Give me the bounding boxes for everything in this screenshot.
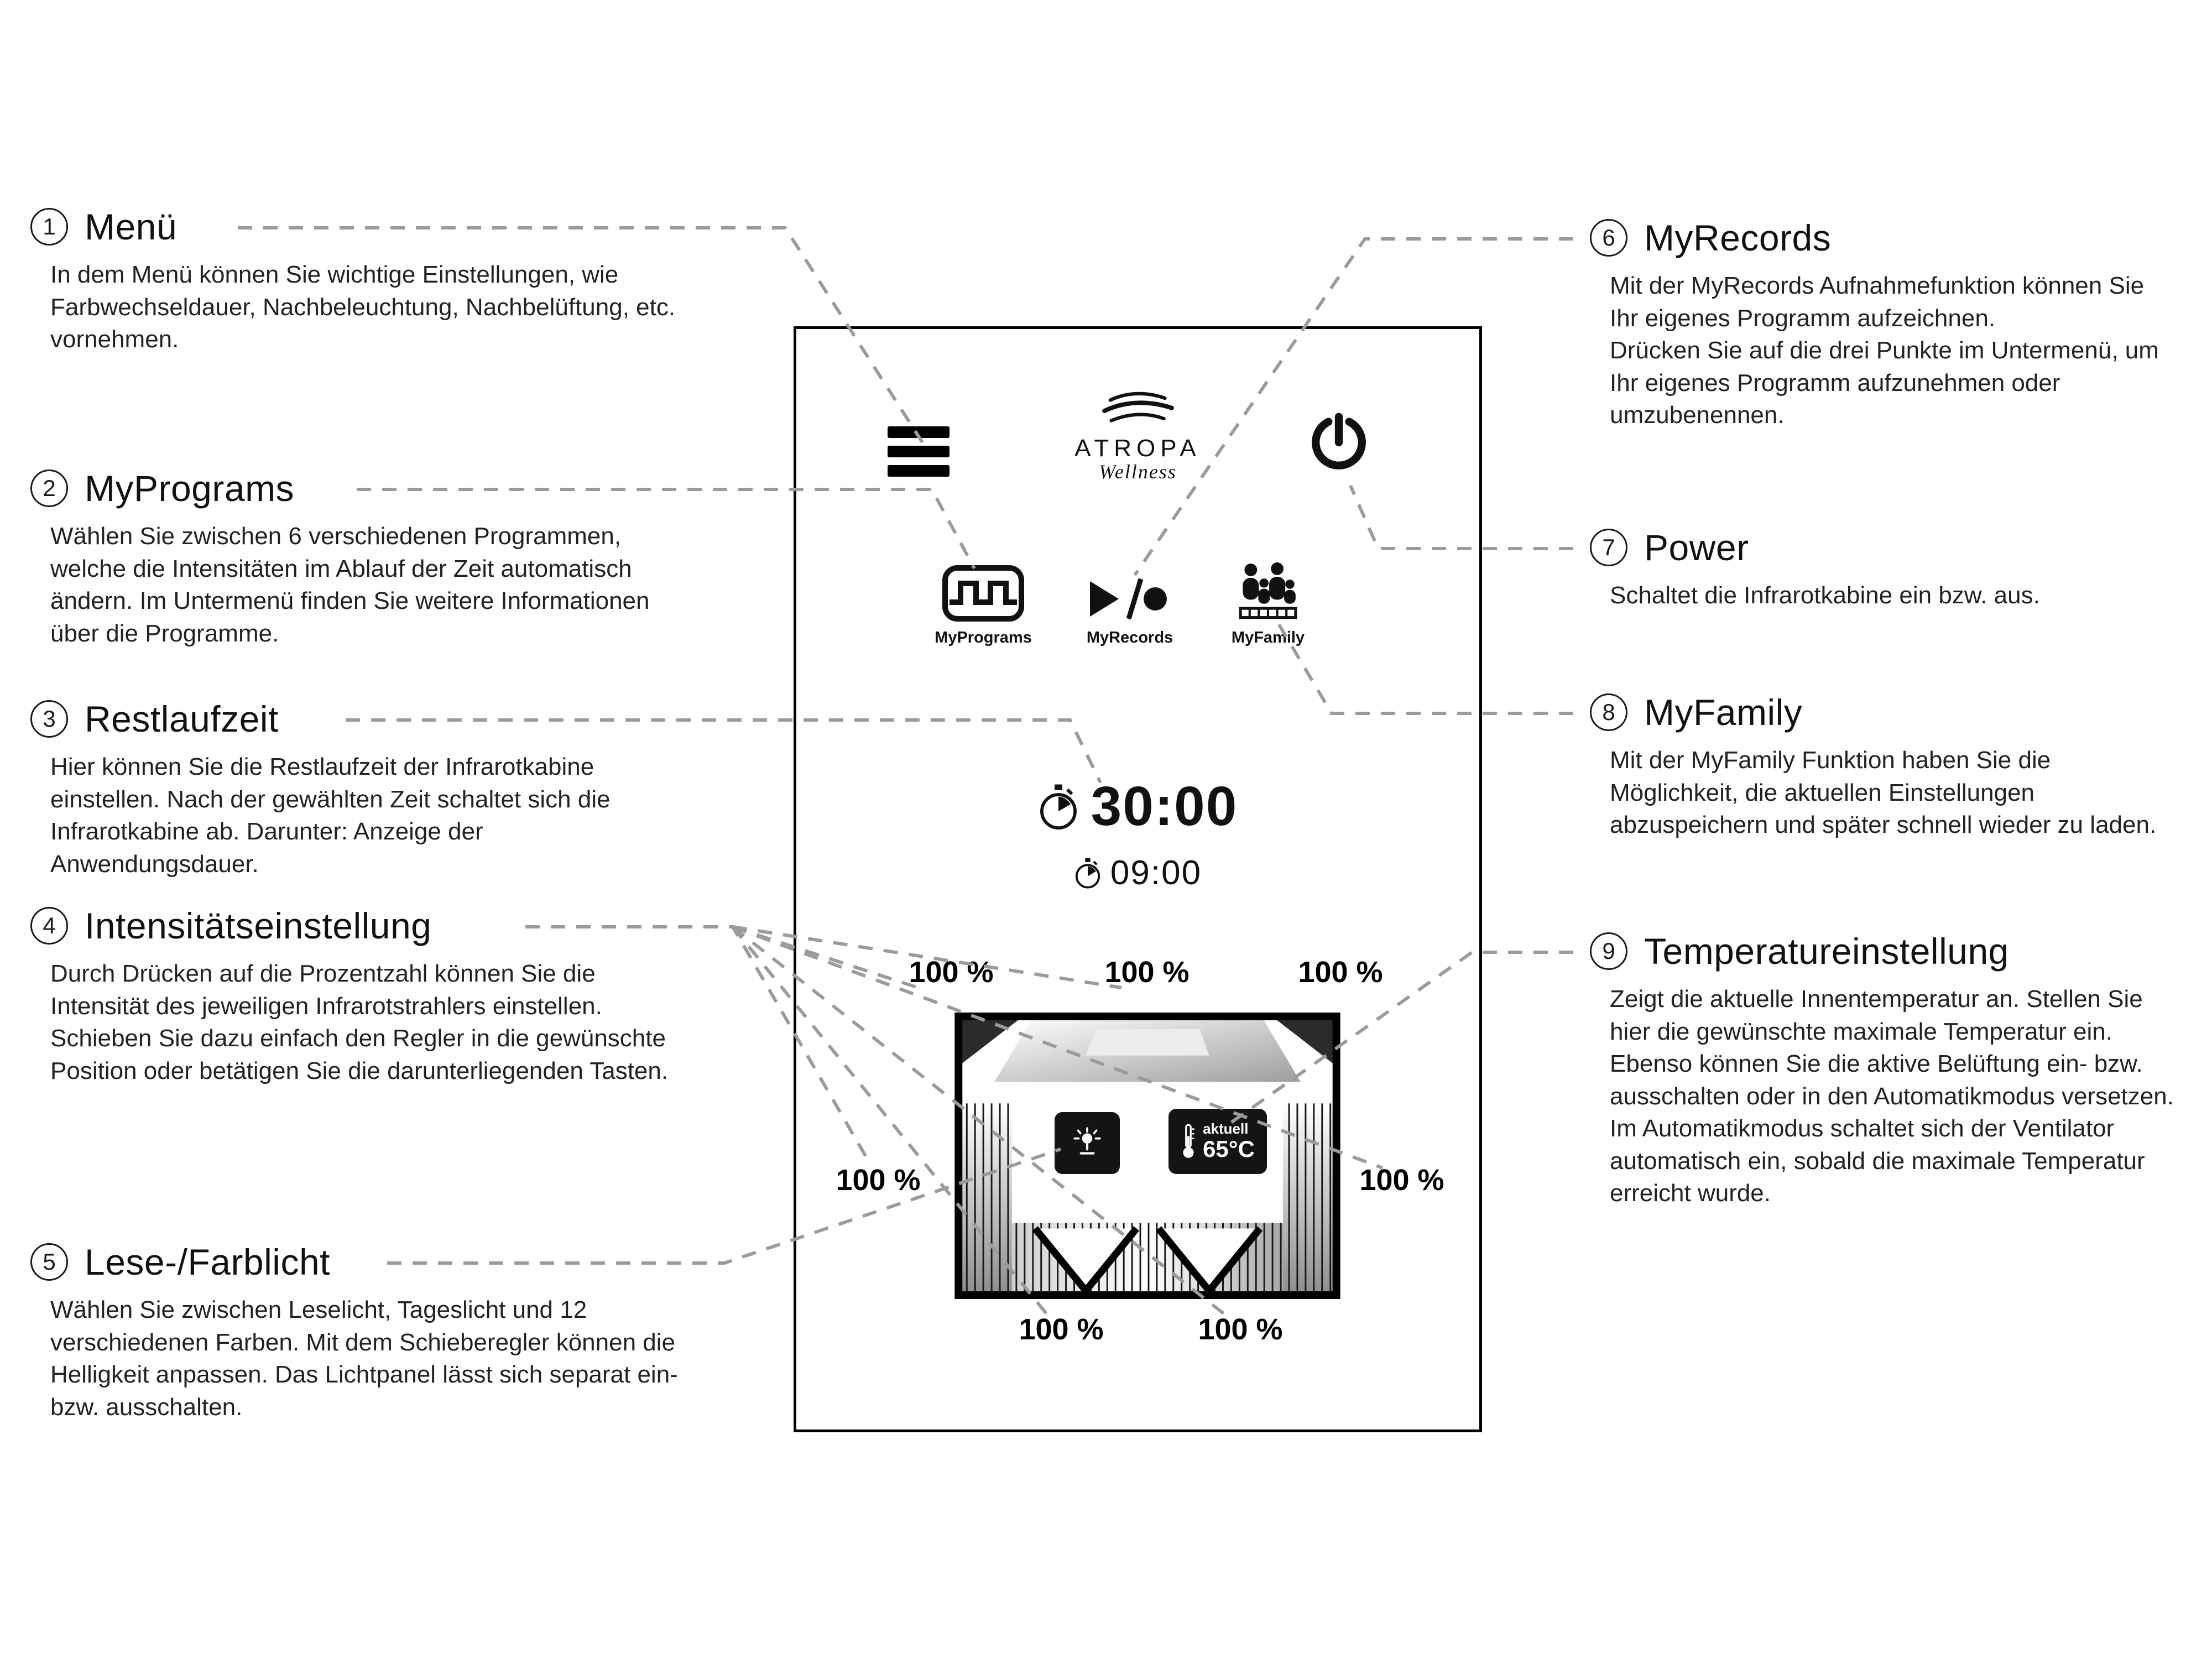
nav-myfamily-label: MyFamily — [1231, 629, 1305, 646]
callout-title-menu: Menü — [85, 206, 178, 247]
brand-name: ATROPA — [1074, 435, 1201, 462]
callout-menu: 1 Menü In dem Menü können Sie wichtige E… — [30, 206, 688, 356]
wave-logo-icon — [1102, 392, 1174, 422]
hamburger-bar — [888, 446, 950, 457]
callout-body-myprograms: Wählen Sie zwischen 6 verschiedenen Prog… — [50, 523, 650, 647]
light-button[interactable] — [1055, 1112, 1120, 1174]
intensity-bottom-right[interactable]: 100 % — [1198, 1313, 1283, 1346]
hamburger-bar — [888, 426, 950, 438]
callout-body-myrecords: Mit der MyRecords Aufnahmefunktion könne… — [1610, 272, 2159, 429]
callout-power: 7 Power Schaltet die Infrarotkabine ein … — [1590, 526, 2176, 612]
intensity-top-right[interactable]: 100 % — [1298, 956, 1383, 989]
intensity-top-middle[interactable]: 100 % — [1104, 956, 1190, 989]
remaining-time-control[interactable]: 30:00 — [796, 775, 1479, 838]
nav-myrecords-label: MyRecords — [1086, 629, 1173, 646]
callout-body-myfamily: Mit der MyFamily Funktion haben Sie die … — [1610, 747, 2157, 839]
callout-body-power: Schaltet die Infrarotkabine ein bzw. aus… — [1610, 582, 2040, 609]
nav-myprograms-label: MyPrograms — [935, 629, 1032, 646]
callout-body-leselicht: Wählen Sie zwischen Leselicht, Tageslich… — [50, 1296, 678, 1421]
intensity-bottom-left[interactable]: 100 % — [1019, 1313, 1104, 1346]
callout-body-restlaufzeit: Hier können Sie die Restlaufzeit der Inf… — [50, 753, 611, 878]
callout-title-restlaufzeit: Restlaufzeit — [85, 698, 279, 739]
callout-number-3: 3 — [30, 700, 68, 738]
stopwatch-small-icon — [1075, 858, 1100, 889]
brand-subtitle: Wellness — [1099, 461, 1177, 483]
callout-title-power: Power — [1644, 527, 1749, 568]
callout-restlaufzeit: 3 Restlaufzeit Hier können Sie die Restl… — [30, 698, 688, 880]
callout-title-myrecords: MyRecords — [1644, 217, 1832, 258]
intensity-top-left[interactable]: 100 % — [909, 956, 994, 989]
callout-title-leselicht: Lese-/Farblicht — [85, 1241, 331, 1282]
brand-logo: ATROPA Wellness — [1022, 390, 1254, 483]
callout-body-intensitaet: Durch Drücken auf die Prozentzahl können… — [50, 960, 669, 1084]
callout-body-menu: In dem Menü können Sie wichtige Einstell… — [50, 261, 676, 353]
callout-number-9: 9 — [1590, 932, 1627, 970]
callout-intensitaet: 4 Intensitätseinstellung Durch Drücken a… — [30, 905, 688, 1087]
hamburger-bar — [888, 465, 950, 477]
callout-myrecords: 6 MyRecords Mit der MyRecords Aufnahmefu… — [1590, 217, 2176, 432]
callout-number-4: 4 — [30, 907, 68, 945]
menu-button[interactable] — [888, 426, 950, 477]
intensity-right[interactable]: 100 % — [1359, 1164, 1444, 1197]
stopwatch-icon — [1040, 784, 1077, 830]
myprograms-icon — [942, 565, 1024, 622]
thermometer-icon — [1183, 1124, 1194, 1158]
callout-number-2: 2 — [30, 469, 68, 507]
callout-leselicht: 5 Lese-/Farblicht Wählen Sie zwischen Le… — [30, 1241, 688, 1423]
cabin-view: aktuell 65°C — [954, 1013, 1341, 1299]
lamp-icon — [1073, 1127, 1101, 1155]
remaining-time-value: 30:00 — [1091, 775, 1238, 837]
elapsed-time-value: 09:00 — [1110, 854, 1202, 892]
temperature-button[interactable]: aktuell 65°C — [1168, 1109, 1267, 1174]
callout-title-myfamily: MyFamily — [1644, 692, 1803, 733]
cabin-interior-graphic — [954, 1013, 1340, 1299]
power-button[interactable] — [1308, 412, 1369, 473]
power-icon — [1312, 413, 1366, 469]
callout-number-6: 6 — [1590, 219, 1627, 257]
callout-title-temperatur: Temperatureinstellung — [1644, 931, 2009, 972]
nav-myprograms[interactable]: MyPrograms — [917, 557, 1050, 647]
nav-myfamily[interactable]: MyFamily — [1202, 557, 1334, 647]
callout-number-5: 5 — [30, 1243, 68, 1281]
temperature-value: 65°C — [1203, 1135, 1255, 1162]
myrecords-icon — [1090, 578, 1167, 620]
callout-title-myprograms: MyPrograms — [85, 468, 295, 509]
intensity-left[interactable]: 100 % — [836, 1164, 921, 1197]
callout-temperatur: 9 Temperatureinstellung Zeigt die aktuel… — [1590, 930, 2176, 1210]
callout-myprograms: 2 MyPrograms Wählen Sie zwischen 6 versc… — [30, 467, 688, 650]
temperature-caption: aktuell — [1203, 1120, 1249, 1138]
callout-body-temperatur: Zeigt die aktuelle Innentemperatur an. S… — [1610, 985, 2174, 1207]
nav-myrecords[interactable]: MyRecords — [1063, 557, 1196, 647]
control-panel: ATROPA Wellness MyPrograms — [794, 326, 1482, 1432]
callout-number-1: 1 — [30, 208, 68, 246]
callout-title-intensitaet: Intensitätseinstellung — [85, 905, 432, 946]
callout-number-8: 8 — [1590, 693, 1627, 731]
callout-number-7: 7 — [1590, 529, 1627, 566]
elapsed-time-display[interactable]: 09:00 — [796, 853, 1479, 893]
callout-myfamily: 8 MyFamily Mit der MyFamily Funktion hab… — [1590, 691, 2176, 842]
myfamily-icon — [1239, 562, 1297, 619]
